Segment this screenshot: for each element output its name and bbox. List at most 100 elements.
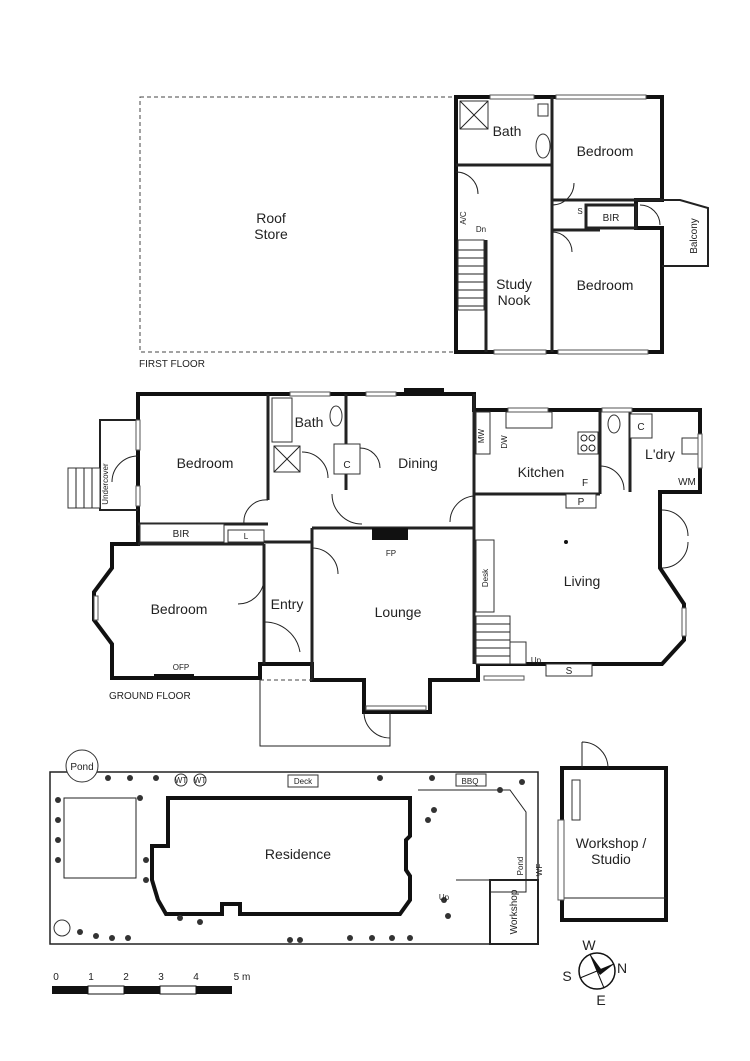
laundry-toilet [607,414,621,434]
first-floor-stairs [457,239,485,311]
deck-label: Deck [294,777,313,786]
laundry-closet [629,413,653,439]
wf-label: WF [535,864,544,877]
first-floor-internal-walls [456,97,662,352]
ac-label: A/C [459,211,468,225]
site-plan: Pond WT WT Deck BBQ Residence Pond WF Up… [49,749,544,945]
compass-e: E [596,992,605,1008]
residence-label: Residence [265,846,331,862]
site-up-label: Up [439,893,450,902]
gf-bir-label: BIR [173,529,190,540]
roof-store-outline [139,96,457,353]
scale-tick-1: 1 [88,972,94,983]
compass-w: W [582,937,596,953]
roofstore-line-2: Store [254,226,288,242]
site-workshop-box [489,879,539,945]
ff-bedroom-2-label: Bedroom [577,277,634,293]
scale-tick-2: 2 [123,972,129,983]
garden-bed [63,797,137,879]
gf-toilet-fixture [329,405,343,427]
l-label: L [244,532,249,541]
scale-tick-3: 3 [158,972,164,983]
wt-2-label: WT [194,776,207,785]
bbq-box [455,773,487,787]
lounge-label: Lounge [375,604,422,620]
balcony-outline [662,199,709,267]
ofp-block [154,674,194,680]
dining-label: Dining [398,455,438,471]
scale-tick-5: 5 m [234,972,251,983]
sink-fixture [505,411,553,429]
first-floor-label: FIRST FLOOR [139,359,205,370]
mw-label: MW [477,428,486,443]
gf-bedroom-2-label: Bedroom [151,601,208,617]
pond-label: Pond [70,762,93,773]
l-box [227,529,265,543]
cooktop-fixture [577,431,599,455]
kitchen-label: Kitchen [518,464,565,480]
living-s-box [545,663,593,677]
ff-s-label: S [577,207,582,216]
gf-bedroom-1-label: Bedroom [177,455,234,471]
wm-label: WM [678,477,696,488]
living-s-label: S [566,666,573,677]
gf-up-label: Up [531,656,542,665]
undercover-label: Undercover [101,463,110,505]
p-label: P [578,497,585,508]
dw-label: DW [500,435,509,449]
compass-icon: W S N E [562,937,627,1008]
sink-laundry [681,437,699,455]
porch-outline [259,680,391,747]
living-label: Living [564,573,601,589]
wt-1-label: WT [175,776,188,785]
entry-label: Entry [271,596,304,612]
studio-line-1: Workshop / [576,835,647,851]
bathtub-fixture [271,397,293,443]
small-pond-label: Pond [516,857,525,876]
f-label: F [582,478,588,489]
mw-unit [475,411,491,455]
site-workshop-label: Workshop [509,889,520,934]
compass-s: S [562,968,571,984]
workshop-studio-text: Workshop /Studio [576,835,647,867]
ff-bedroom-1-label: Bedroom [577,143,634,159]
residence-outline [150,796,412,916]
scale-bar: 0 1 2 3 4 5 m [52,972,251,995]
ground-floor-plan: Bedroom Undercover Bath C Dining MW DW K… [67,388,703,747]
laundry-label: L'dry [645,446,675,462]
scale-tick-4: 4 [193,972,199,983]
gf-closet-label: C [343,460,350,471]
laundry-closet-label: C [637,422,644,433]
workshop-studio: Workshop /Studio [557,741,668,922]
fireplace [372,528,408,540]
compass-n: N [617,960,627,976]
desk [475,539,495,613]
site-boundary [49,771,539,945]
ff-dn-label: Dn [476,225,486,234]
roofstore-line-1: Roof [256,210,286,226]
studynook-line-2: Nook [498,292,532,308]
shrubs [55,775,525,943]
desk-label: Desk [481,568,490,587]
balcony-label: Balcony [689,218,700,254]
pond-circle [65,749,99,783]
toilet-fixture [535,133,551,159]
gf-bath-label: Bath [295,414,324,430]
gf-stairs [475,615,527,665]
ff-bir-label: BIR [603,213,620,224]
bbq-label: BBQ [462,777,479,786]
gf-bir-box [139,523,225,543]
scale-tick-0: 0 [53,972,59,983]
studynook-line-1: Study [496,276,532,292]
fp-label: FP [386,549,396,558]
deck-box [287,774,319,788]
undercover-outline [99,419,138,511]
closet-outline [333,443,361,475]
ofp-label: OFP [173,663,189,672]
dining-window-dark [404,388,444,396]
ff-bath-label: Bath [493,123,522,139]
